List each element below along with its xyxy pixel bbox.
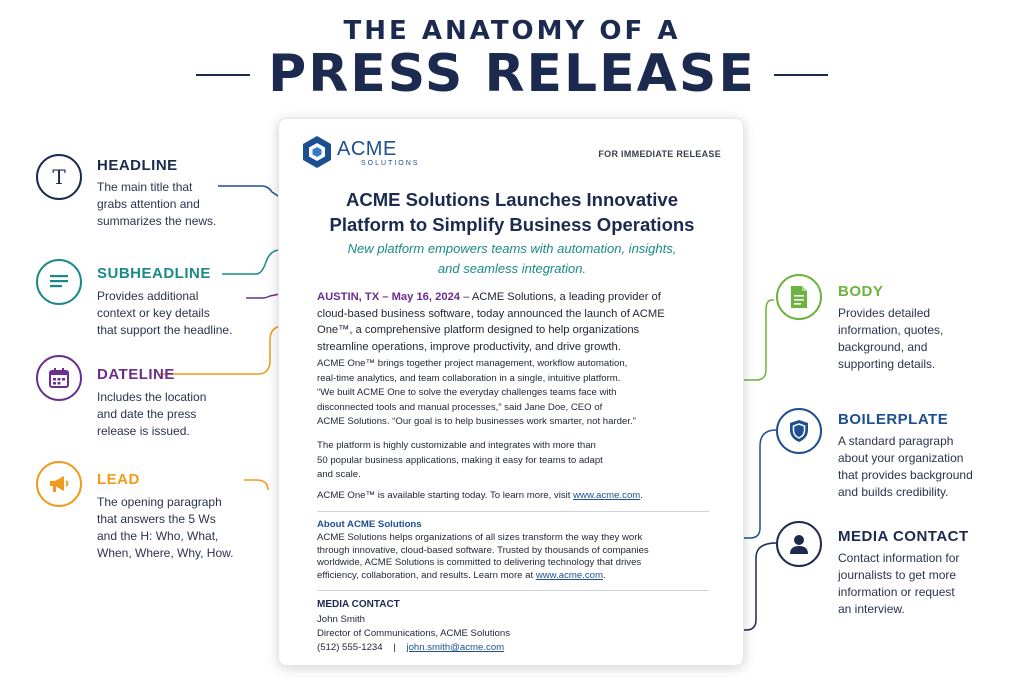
doc-media-contact-title: MEDIA CONTACT (317, 599, 400, 610)
svg-text:T: T (52, 165, 66, 189)
doc-lead: AUSTIN, TX – May 16, 2024 – ACME Solutio… (317, 291, 665, 353)
doc-body-paragraph-3: ACME One™ is available starting today. T… (317, 490, 643, 501)
about-acme-link[interactable]: www.acme.com (535, 569, 603, 581)
title-top: THE ANATOMY OF A (343, 16, 681, 46)
headline-t-icon: T (36, 154, 82, 200)
text-lines-icon (36, 259, 82, 305)
body-label: BODY (838, 283, 884, 300)
contact-details: (512) 555-1234 | john.smith@acme.com (317, 642, 504, 653)
document-icon (776, 274, 822, 320)
logo-sub: SOLUTIONS (361, 160, 420, 167)
contact-phone: (512) 555-1234 (317, 642, 383, 653)
dateline-label: DATELINE (97, 366, 175, 383)
page-title: PRESS RELEASE (268, 44, 756, 104)
title-rule-right (774, 74, 828, 76)
doc-dateline: AUSTIN, TX – May 16, 2024 (317, 291, 461, 303)
shield-icon (776, 408, 822, 454)
contact-name: John Smith (317, 614, 365, 625)
person-icon (776, 521, 822, 567)
headline-label: HEADLINE (97, 157, 178, 174)
about-title: About ACME Solutions (317, 519, 422, 530)
hexagon-logo-icon (303, 136, 331, 168)
calendar-icon (36, 355, 82, 401)
subheadline-label: SUBHEADLINE (97, 265, 211, 282)
release-tag: FOR IMMEDIATE RELEASE (598, 149, 721, 159)
acme-link[interactable]: www.acme.com (573, 490, 641, 501)
boilerplate-label: BOILERPLATE (838, 411, 949, 428)
divider (317, 511, 709, 512)
doc-body-paragraph-2: The platform is highly customizable and … (317, 440, 603, 480)
media-contact-label: MEDIA CONTACT (838, 528, 969, 545)
title-rule-left (196, 74, 250, 76)
doc-body-paragraph-1: ACME One™ brings together project manage… (317, 358, 636, 427)
contact-role: Director of Communications, ACME Solutio… (317, 628, 511, 639)
press-release-document: ACME SOLUTIONS FOR IMMEDIATE RELEASE ACM… (278, 118, 744, 666)
doc-subheadline: New platform empowers teams with automat… (347, 241, 677, 276)
contact-email[interactable]: john.smith@acme.com (406, 642, 505, 653)
acme-logo: ACME SOLUTIONS (301, 135, 417, 174)
about-text: ACME Solutions helps organizations of al… (317, 532, 649, 581)
divider (317, 590, 709, 591)
logo-name: ACME (337, 138, 397, 160)
lead-label: LEAD (97, 471, 140, 488)
megaphone-icon (36, 461, 82, 507)
contact-separator: | (393, 642, 396, 653)
